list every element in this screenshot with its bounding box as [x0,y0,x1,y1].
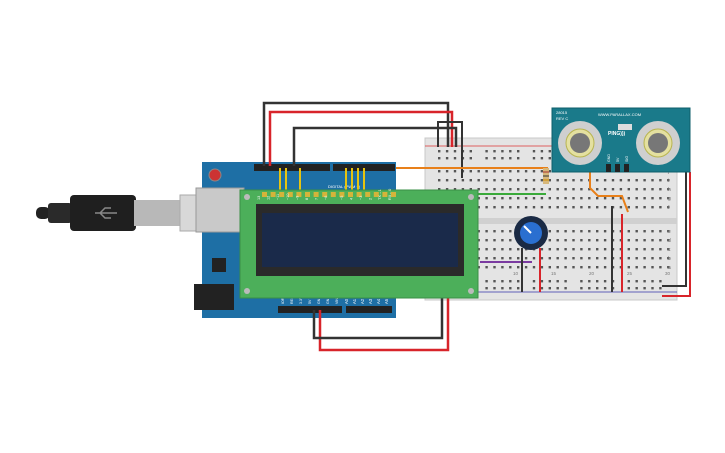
lcd-pin [313,192,319,197]
ping-pin-label: 5V [616,157,620,162]
lcd-pin [296,192,302,197]
digital-pin-label: ~6 [324,196,328,200]
digital-label: DIGITAL (PWM ~) [328,184,361,189]
analog-pin-label: A2 [360,298,365,304]
column-letter: a [668,265,671,271]
wire-black-2 [292,126,458,166]
digital-pin-label: RX←0 [388,189,392,200]
power-pin-label: VIN [335,298,339,304]
usb-port [195,187,245,233]
wire-black-right [662,172,687,287]
lcd-screen [262,213,458,267]
ping-pin-label: GND [607,154,611,162]
digital-pin-label: 13 [257,196,261,200]
analog-pin-label: A5 [384,298,389,304]
resistor[interactable] [543,168,549,184]
ping-pin [615,164,620,172]
potentiometer[interactable] [514,216,548,250]
power-pin-label: GND [317,296,321,304]
wire-red-right [662,172,691,297]
digital-pin-labels: 13 12 ~11 ~10 ~9 8 7 ~6 ~5 4 ~3 2 TX→1 RX←0 [257,189,392,200]
wire-black-bottom [312,292,444,340]
ping-ultrasonic-sensor[interactable]: 28015 REV C WWW.PARALLAX.COM PING))) GND… [551,107,691,173]
analog-pin-label: A1 [352,298,357,304]
lcd-pin [373,192,379,197]
digital-pin-label: ~11 [276,194,280,200]
ping-name: PING))) [608,131,626,137]
ping-led [618,124,632,130]
ping-pin [624,164,629,172]
power-pin-label: GND [326,296,330,304]
column-letter: d [668,238,671,244]
column-letter: c [668,247,671,253]
analog-pin-label: A3 [368,298,373,304]
ping-model: 28015 [556,110,568,115]
lcd-16x2-module[interactable] [239,189,479,299]
wire-black-top [262,101,450,166]
lcd-pin [391,192,396,197]
ping-pin-header: GND 5V SIG [606,154,629,172]
row-number: 30 [665,271,671,276]
power-header [278,306,392,313]
wire-black-3 [437,121,463,178]
row-number: 10 [513,271,519,276]
wire-red-top [268,110,454,166]
lcd-pin [262,192,267,197]
digital-pin-label: 2 [369,198,373,200]
ping-pin [606,164,611,172]
digital-pin-label: 8 [305,198,309,200]
digital-pin-label: 7 [315,198,319,200]
column-letter: h [668,187,671,193]
analog-pin-label: A0 [344,298,349,304]
power-jack [194,284,234,310]
digital-pin-label: 12 [267,196,271,200]
lcd-pin [365,192,371,197]
digital-pin-label: ~9 [295,196,299,200]
digital-pin-label: 4 [349,198,353,200]
digital-header [254,164,395,171]
column-letter: i [668,178,669,184]
lcd-pin [279,192,285,197]
lcd-data-wires [279,168,365,190]
column-letter: f [668,205,670,211]
analog-pin-label: A4 [376,298,381,304]
lcd-pin [322,192,328,197]
lcd-pin [348,192,353,197]
digital-pin-label: ~5 [340,196,344,200]
lcd-pin-header [262,192,396,197]
digital-pin-label: TX→1 [378,189,382,200]
column-letter: g [668,196,671,202]
lcd-pin [330,192,336,197]
column-letter: e [668,229,671,235]
wire-red-bottom [318,292,450,352]
column-letter: b [668,256,671,262]
lcd-pin [356,192,362,197]
ping-url: WWW.PARALLAX.COM [598,112,641,117]
lcd-pin [382,192,388,197]
ping-rev: REV C [556,116,568,121]
usb-icon [95,207,117,219]
wire-orange-ping [589,172,629,213]
lcd-pin [339,192,345,197]
reset-button[interactable] [208,168,222,182]
row-number: 15 [551,271,557,276]
lcd-pin [305,192,310,197]
lcd-pin [270,192,276,197]
row-number: 25 [627,271,633,276]
voltage-regulator [212,258,226,272]
power-pin-label: 5V [308,299,312,304]
lcd-pin [287,192,293,197]
digital-pin-label: ~10 [286,194,290,200]
digital-pin-label: ~3 [359,196,363,200]
power-pin-label: 3.3V [299,296,303,304]
ping-pin-label: SIG [625,156,629,162]
row-number: 20 [589,271,595,276]
